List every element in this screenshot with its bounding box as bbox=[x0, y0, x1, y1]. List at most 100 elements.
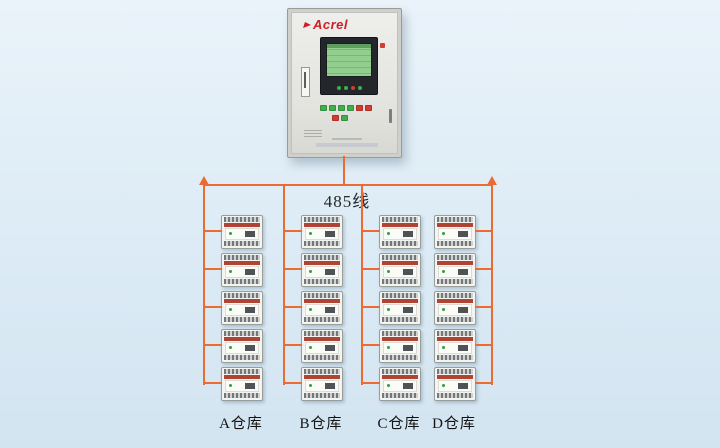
terminal-strip-top bbox=[382, 293, 418, 298]
cabinet-door: Acrel bbox=[291, 12, 398, 154]
panel-button bbox=[332, 115, 339, 121]
device-face bbox=[305, 342, 339, 354]
device-display bbox=[325, 345, 335, 351]
vent-grill bbox=[304, 130, 322, 137]
device-module bbox=[361, 215, 421, 249]
terminal-strip-bottom bbox=[437, 241, 473, 246]
branch-line-a bbox=[203, 184, 205, 385]
device-module bbox=[434, 215, 492, 249]
device-display bbox=[325, 231, 335, 237]
device-label-stripe bbox=[304, 337, 340, 341]
device-label-stripe bbox=[382, 337, 418, 341]
terminal-strip-bottom bbox=[224, 279, 260, 284]
lcd-display bbox=[326, 43, 372, 77]
terminal-strip-top bbox=[382, 217, 418, 222]
device-display bbox=[325, 307, 335, 313]
device-module bbox=[361, 291, 421, 325]
device-column-d bbox=[434, 215, 492, 401]
status-led bbox=[387, 270, 390, 273]
brand-text: Acrel bbox=[313, 17, 349, 32]
terminal-strip-top bbox=[304, 369, 340, 374]
terminal-strip-top bbox=[304, 255, 340, 260]
device-label-stripe bbox=[304, 299, 340, 303]
status-led bbox=[309, 232, 312, 235]
device-label-stripe bbox=[437, 261, 473, 265]
terminal-strip-top bbox=[224, 255, 260, 260]
device-face bbox=[383, 304, 417, 316]
device-column-c bbox=[361, 215, 421, 401]
status-led bbox=[442, 232, 445, 235]
terminal-strip-top bbox=[224, 217, 260, 222]
device-label-stripe bbox=[382, 299, 418, 303]
status-led bbox=[229, 346, 232, 349]
bus-arrow-left-icon bbox=[199, 176, 209, 185]
terminal-strip-bottom bbox=[437, 279, 473, 284]
terminal-strip-top bbox=[304, 217, 340, 222]
screen-button-row bbox=[321, 86, 377, 90]
device-face bbox=[438, 342, 472, 354]
status-led bbox=[387, 308, 390, 311]
terminal-strip-top bbox=[437, 217, 473, 222]
terminal-strip-bottom bbox=[304, 241, 340, 246]
warehouse-label-d: D仓库 bbox=[432, 416, 476, 432]
device-display bbox=[458, 345, 468, 351]
device-label-stripe bbox=[224, 375, 260, 379]
warehouse-label-c: C仓库 bbox=[377, 416, 421, 432]
terminal-strip-bottom bbox=[304, 393, 340, 398]
device-display bbox=[403, 269, 413, 275]
status-led bbox=[387, 384, 390, 387]
device-label-stripe bbox=[382, 261, 418, 265]
screen-button bbox=[357, 86, 362, 90]
warehouse-label-a: A仓库 bbox=[219, 416, 263, 432]
cabinet-bus-drop-line bbox=[343, 156, 345, 184]
terminal-strip-bottom bbox=[224, 355, 260, 360]
panel-button bbox=[329, 105, 336, 111]
terminal-strip-top bbox=[224, 331, 260, 336]
device-display bbox=[245, 345, 255, 351]
device-display bbox=[403, 307, 413, 313]
device-label-stripe bbox=[382, 375, 418, 379]
terminal-strip-top bbox=[224, 293, 260, 298]
terminal-strip-bottom bbox=[382, 355, 418, 360]
status-led bbox=[387, 346, 390, 349]
device-label-stripe bbox=[437, 223, 473, 227]
device-display bbox=[245, 269, 255, 275]
device-module bbox=[283, 253, 343, 287]
bus-arrow-right-icon bbox=[487, 176, 497, 185]
terminal-strip-bottom bbox=[382, 241, 418, 246]
terminal-strip-top bbox=[382, 255, 418, 260]
brand-logo: Acrel bbox=[303, 17, 349, 32]
status-led bbox=[309, 384, 312, 387]
terminal-strip-bottom bbox=[224, 241, 260, 246]
device-module bbox=[361, 329, 421, 363]
panel-button bbox=[338, 105, 345, 111]
device-module bbox=[434, 367, 492, 401]
device-module bbox=[434, 291, 492, 325]
panel-button-row bbox=[332, 115, 348, 121]
terminal-strip-bottom bbox=[382, 279, 418, 284]
terminal-strip-top bbox=[437, 369, 473, 374]
device-display bbox=[245, 383, 255, 389]
panel-button bbox=[365, 105, 372, 111]
device-display bbox=[458, 307, 468, 313]
branch-line-d bbox=[491, 184, 493, 385]
terminal-strip-bottom bbox=[224, 317, 260, 322]
device-label-stripe bbox=[304, 223, 340, 227]
nameplate-small bbox=[332, 138, 362, 140]
device-module bbox=[203, 367, 263, 401]
terminal-strip-bottom bbox=[437, 355, 473, 360]
device-display bbox=[325, 383, 335, 389]
terminal-strip-top bbox=[304, 331, 340, 336]
device-column-a bbox=[203, 215, 263, 401]
terminal-strip-top bbox=[304, 293, 340, 298]
status-led bbox=[309, 308, 312, 311]
status-led bbox=[229, 270, 232, 273]
device-display bbox=[403, 383, 413, 389]
device-label-stripe bbox=[224, 223, 260, 227]
terminal-strip-top bbox=[382, 369, 418, 374]
terminal-strip-bottom bbox=[304, 279, 340, 284]
bus-label: 485线 bbox=[323, 192, 371, 211]
door-handle bbox=[389, 109, 392, 123]
status-led bbox=[229, 384, 232, 387]
